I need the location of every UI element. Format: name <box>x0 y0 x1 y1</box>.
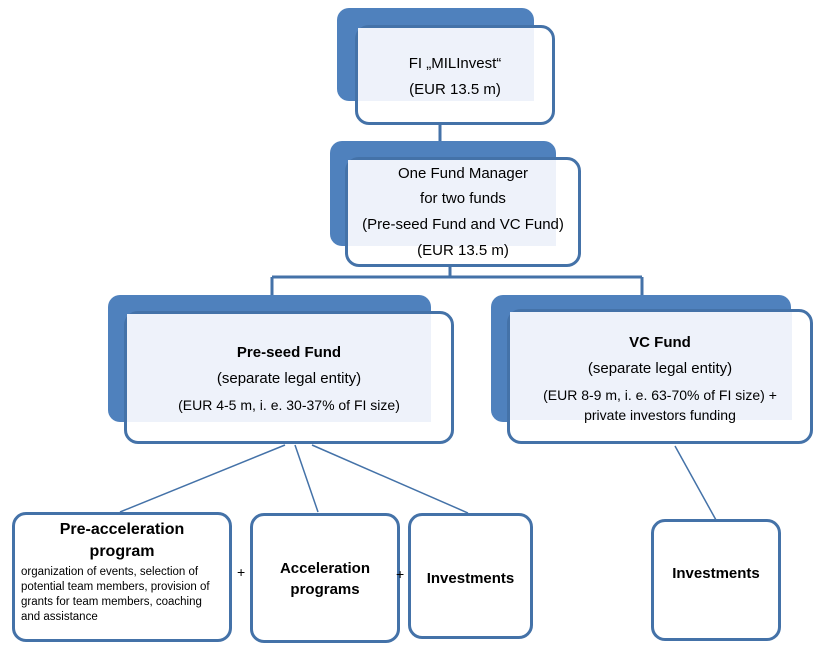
fi-size: (EUR 13.5 m) <box>409 81 501 98</box>
fund-manager-box: One Fund Manager for two funds (Pre-seed… <box>345 157 581 267</box>
preacceleration-description: organization of events, selection of pot… <box>21 566 210 623</box>
vc-investments-box: Investments <box>651 519 781 641</box>
manager-size: (EUR 13.5 m) <box>417 242 509 259</box>
manager-line-3: (Pre-seed Fund and VC Fund) <box>362 216 564 233</box>
vc-fund-box: VC Fund (separate legal entity) (EUR 8-9… <box>507 309 813 444</box>
preseed-investments-box: Investments <box>408 513 533 639</box>
connector-preseed-to-preacceleration <box>119 444 286 513</box>
thin-connectors <box>119 444 717 521</box>
acceleration-line-1: Acceleration <box>279 560 371 577</box>
preacceleration-title-2: program <box>89 543 155 560</box>
preseed-box-inner <box>127 314 431 422</box>
connector-preseed-to-investments <box>311 444 469 514</box>
preseed-entity: (separate legal entity) <box>216 370 362 387</box>
plus-sign-1: + <box>237 564 246 580</box>
preacceleration-title-1: Pre-acceleration <box>59 521 185 538</box>
manager-line-2: for two funds <box>420 190 506 207</box>
fi-milinvest-box: FI „MILInvest“ (EUR 13.5 m) <box>355 25 555 125</box>
vc-private-funding: private investors funding <box>584 407 736 423</box>
preseed-size: (EUR 4-5 m, i. e. 30-37% of FI size) <box>178 397 400 413</box>
preseed-investments-label: Investments <box>426 570 515 587</box>
acceleration-line-2: programs <box>290 581 360 598</box>
connector-manager-to-funds <box>270 265 644 295</box>
vc-entity: (separate legal entity) <box>587 360 733 377</box>
vc-title: VC Fund <box>629 334 691 351</box>
manager-line-1: One Fund Manager <box>397 165 529 182</box>
top-box-inner <box>358 28 534 101</box>
preacceleration-box: Pre-acceleration program organization of… <box>12 512 232 642</box>
vc-size: (EUR 8-9 m, i. e. 63-70% of FI size) + <box>543 387 777 403</box>
preseed-fund-box: Pre-seed Fund (separate legal entity) (E… <box>124 311 454 444</box>
manager-box-inner <box>348 160 556 246</box>
preseed-title: Pre-seed Fund <box>236 344 342 361</box>
vc-investments-label: Investments <box>672 565 760 582</box>
connector-preseed-to-acceleration <box>294 444 319 513</box>
acceleration-box: Acceleration programs <box>250 513 400 643</box>
fi-name: FI „MILInvest“ <box>408 55 502 72</box>
connector-vc-to-investments <box>674 445 717 521</box>
vc-box-inner <box>510 312 792 420</box>
plus-sign-2: + <box>396 566 405 582</box>
